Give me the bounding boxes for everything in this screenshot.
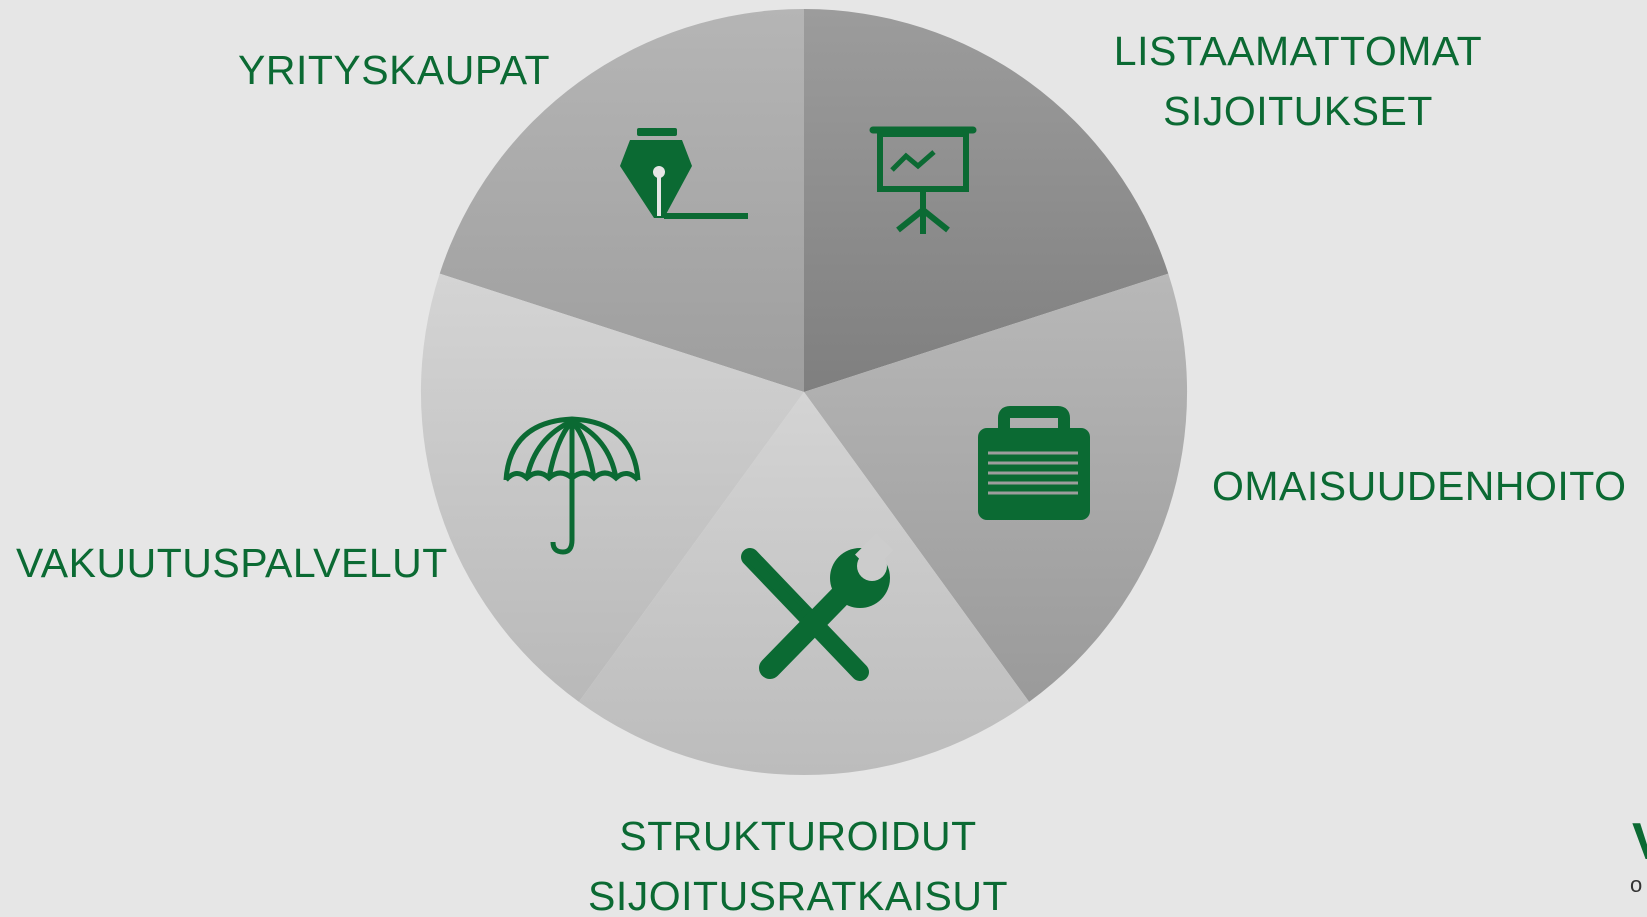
label-yrityskaupat: YRITYSKAUPAT [238,40,550,100]
label-vakuutuspalvelut: VAKUUTUSPALVELUT [16,533,448,593]
label-line: YRITYSKAUPAT [238,47,551,93]
label-line: SIJOITUSRATKAISUT [588,873,1009,917]
logo-subtext: o [1630,872,1643,897]
label-line: LISTAAMATTOMAT [1113,28,1483,74]
label-line: OMAISUUDENHOITO [1212,463,1627,509]
segment-vakuutuspalvelut[interactable] [420,273,804,702]
label-line: STRUKTUROIDUT [619,813,977,859]
briefcase-icon [978,406,1090,520]
label-line: VAKUUTUSPALVELUT [16,540,448,586]
company-logo: V o [1628,812,1647,917]
label-strukturoidut-sijoitusratkaisut: STRUKTUROIDUT SIJOITUSRATKAISUT [588,806,1008,917]
label-line: SIJOITUKSET [1163,88,1433,134]
segment-listaamattomat[interactable] [804,8,1169,393]
fountain-pen-signature-icon [620,128,748,219]
label-omaisuudenhoito: OMAISUUDENHOITO [1212,456,1627,516]
segment-strukturoidut[interactable] [578,392,1030,776]
logo-mark: V [1632,812,1647,872]
segment-yrityskaupat[interactable] [439,8,804,392]
presentation-board-chart-icon [869,126,977,234]
umbrella-icon [503,416,641,555]
tools-wrench-screwdriver-icon [741,533,894,681]
label-listaamattomat-sijoitukset: LISTAAMATTOMAT SIJOITUKSET [1108,21,1488,141]
